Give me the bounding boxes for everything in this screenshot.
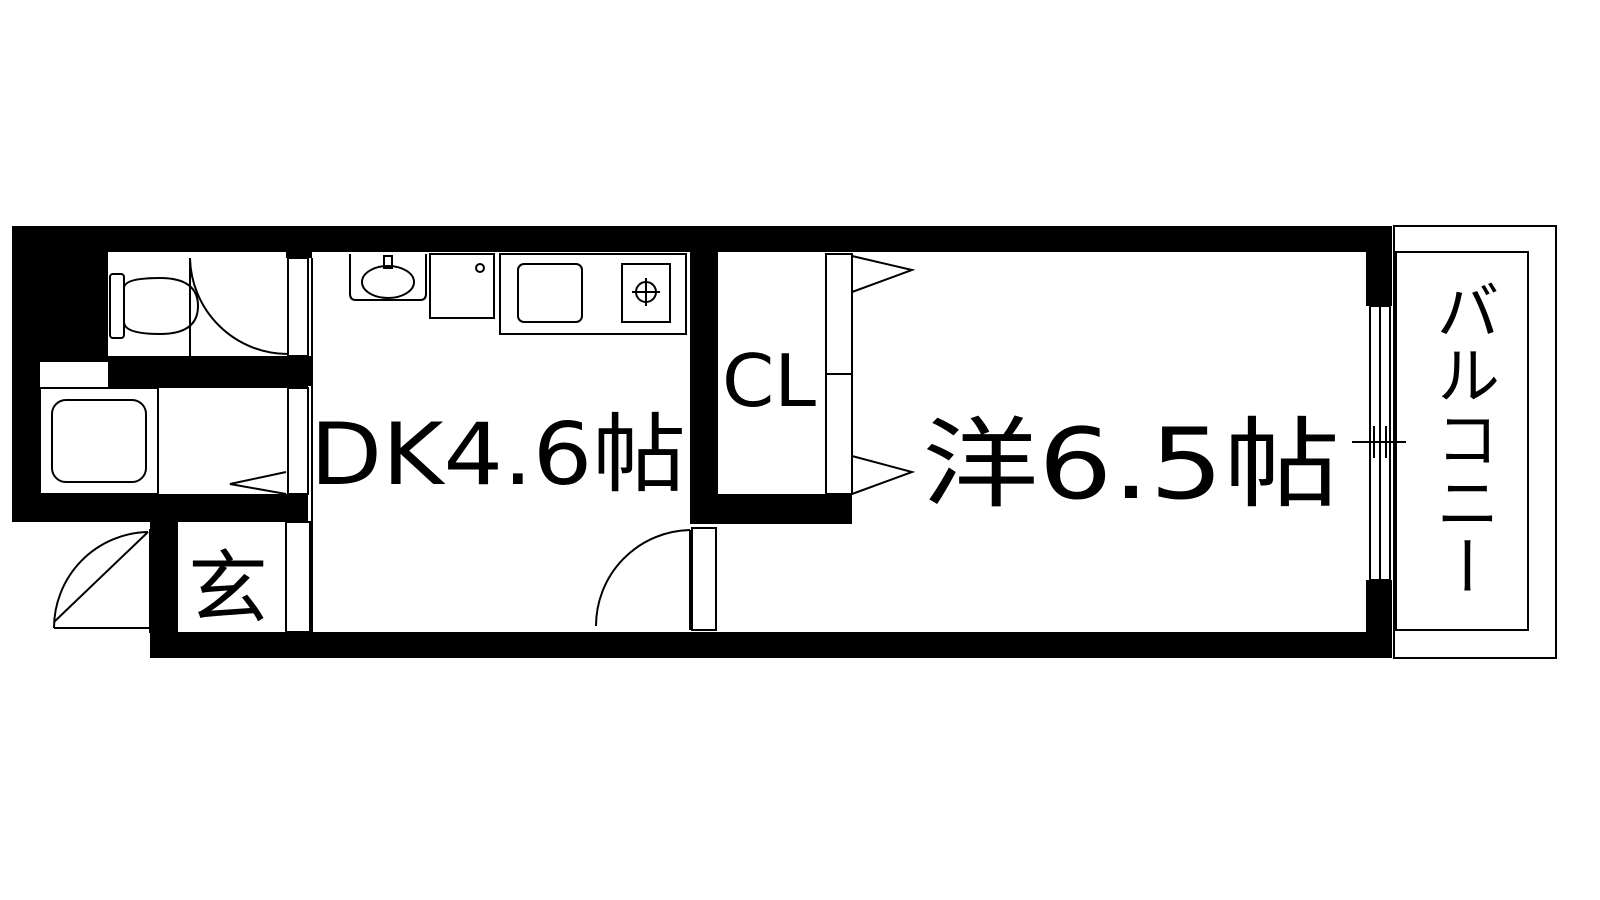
- wall-left-inner-upper: [40, 226, 108, 362]
- room-door-arc: [595, 529, 691, 627]
- wall-dk-left-top: [286, 252, 312, 258]
- dk-room-label: DK4.6帖: [310, 405, 686, 505]
- closet-slide-indicator-top: [851, 255, 916, 293]
- washbasin-icon: [349, 254, 427, 301]
- door-swings: [53, 255, 916, 630]
- sink-icon: [517, 263, 583, 323]
- fixtures: [39, 253, 687, 495]
- stove-icon: [621, 263, 671, 323]
- bathtub-icon: [39, 387, 159, 495]
- toilet-door-arc: [189, 257, 289, 355]
- wall-right-lower: [1366, 580, 1392, 658]
- wall-bottom: [150, 632, 1392, 658]
- entrance-label: 玄: [188, 542, 268, 635]
- fridge-icon: [429, 253, 495, 319]
- wall-dk-left-mid: [286, 356, 312, 386]
- bath-door-jamb: [287, 387, 309, 495]
- main-door-leaf: [53, 531, 149, 623]
- main-door-frame: [149, 529, 177, 633]
- main-door-arc: [53, 531, 149, 629]
- closet-label: CL: [722, 339, 816, 423]
- entrance-jamb: [285, 521, 311, 633]
- balcony-label: バルコニー: [1425, 278, 1499, 598]
- toilet-icon: [109, 273, 200, 339]
- wall-toilet-bath-divider: [108, 356, 308, 388]
- wall-closet-bottom: [690, 494, 852, 524]
- balcony: [1352, 225, 1557, 659]
- room-door-jamb: [691, 527, 717, 631]
- bath-sliding-indicator: [229, 471, 287, 495]
- walls: [12, 226, 1392, 658]
- wall-top: [12, 226, 1392, 252]
- toilet-door-jamb: [287, 257, 309, 357]
- wall-left-outer: [12, 226, 40, 522]
- western-room-label: 洋6.5帖: [922, 408, 1340, 522]
- wall-dk-right-upper: [690, 252, 718, 524]
- wall-bath-entrance-divider: [12, 494, 308, 522]
- kitchen-counter: [499, 253, 687, 335]
- wall-entrance-left: [150, 522, 178, 632]
- closet-slide-indicator-bottom: [851, 455, 916, 495]
- wall-right-upper: [1366, 226, 1392, 306]
